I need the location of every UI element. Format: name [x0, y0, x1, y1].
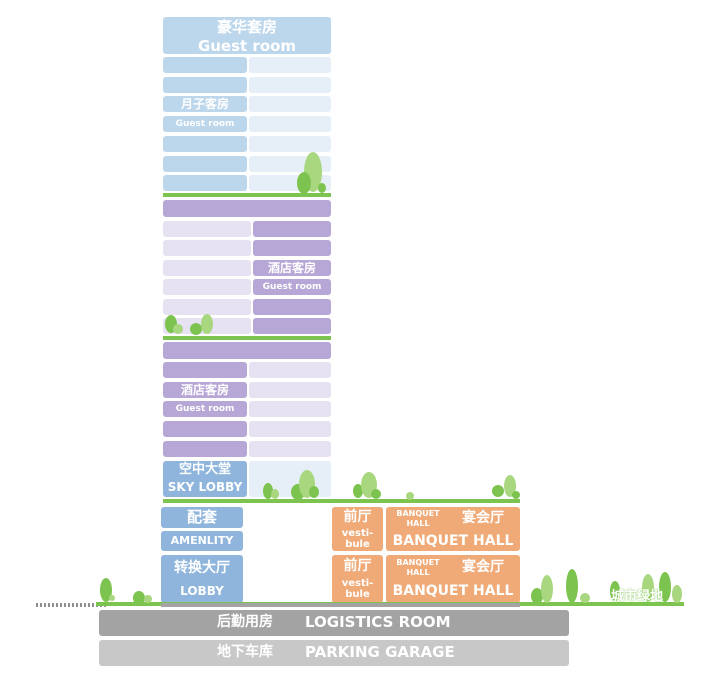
banquet-small-2-upper: HALL — [406, 519, 430, 528]
floor-slab — [249, 77, 331, 93]
floor-slab — [249, 136, 331, 152]
banquet-cn-upper: 宴会厅 — [462, 510, 504, 526]
middle-hotel-room-en: Guest room — [262, 282, 322, 292]
banquet-en-lower: BANQUET HALL — [392, 583, 514, 599]
floor-slab — [253, 318, 331, 334]
city-green-label: 城市绿地 — [610, 589, 663, 604]
floor-slab — [249, 441, 331, 457]
banquet-cn-lower: 宴会厅 — [462, 559, 504, 575]
amenity-en: AMENLITY — [170, 534, 234, 547]
middle-hotel-room-cn: 酒店客房 — [267, 261, 316, 275]
sky-lobby-en: SKY LOBBY — [167, 480, 243, 494]
parking-cn: 地下车库 — [217, 644, 273, 660]
lower-hotel-room-cn: 酒店客房 — [180, 383, 229, 397]
confinement-room-en: Guest room — [175, 119, 235, 129]
banquet-block-upper — [386, 507, 520, 551]
logistics-block — [99, 610, 569, 636]
podium — [161, 507, 520, 603]
middle-section — [163, 200, 331, 334]
floor-slab — [163, 156, 247, 172]
floor-slab — [163, 279, 251, 295]
top-title-block — [163, 17, 331, 54]
vestibule-block-lower — [332, 555, 383, 603]
confinement-room-cn: 月子客房 — [180, 97, 229, 111]
lobby-en: LOBBY — [180, 584, 224, 598]
floor-slab — [249, 401, 331, 417]
vestibule-cn-upper: 前厅 — [343, 509, 372, 525]
floor-slab — [163, 421, 247, 437]
banquet-small-1-lower: BANQUET — [396, 558, 440, 567]
floor-slab — [253, 299, 331, 315]
floor-slab — [163, 221, 251, 237]
amenity-cn-block — [161, 507, 243, 528]
logistics-en: LOGISTICS ROOM — [305, 613, 451, 631]
vestibule-en2-lower: bule — [345, 589, 370, 600]
floor-slab — [163, 299, 251, 315]
amenity-en-block — [161, 531, 243, 551]
floor-slab — [253, 260, 331, 276]
top-section — [163, 17, 331, 191]
floor-slab — [163, 77, 247, 93]
banquet-small-2-lower: HALL — [406, 568, 430, 577]
sky-garden-middle — [163, 314, 331, 340]
floor-slab — [163, 342, 331, 359]
vestibule-en1-upper: vesti- — [341, 528, 374, 539]
amenity-cn: 配套 — [186, 508, 217, 526]
vestibule-en1-lower: vesti- — [341, 578, 374, 589]
floor-slab — [163, 136, 247, 152]
floor-slab — [163, 362, 247, 378]
banquet-en-upper: BANQUET HALL — [392, 533, 514, 549]
sky-garden-top — [163, 152, 331, 197]
floor-slab — [163, 200, 331, 217]
banquet-block-lower — [386, 555, 520, 603]
floor-slab — [249, 96, 331, 112]
sky-lobby-cn: 空中大堂 — [178, 462, 231, 477]
lobby-cn: 转换大厅 — [174, 560, 230, 576]
floor-slab — [249, 421, 331, 437]
lower-hotel-room-en: Guest room — [175, 404, 235, 414]
sky-lobby-block — [163, 461, 247, 497]
parking-block — [99, 640, 569, 666]
top-title-cn: 豪华套房 — [216, 18, 277, 36]
floor-slab — [163, 441, 247, 457]
floor-slab — [249, 362, 331, 378]
floor-slab — [249, 116, 331, 132]
floor-slab — [163, 96, 247, 112]
floor-slab — [163, 116, 247, 132]
floor-slab — [163, 240, 251, 256]
banquet-small-1-upper: BANQUET — [396, 509, 440, 518]
floor-slab — [163, 57, 247, 73]
floor-slab — [253, 240, 331, 256]
floor-slab — [163, 175, 247, 191]
basement — [99, 610, 569, 666]
vestibule-block-upper — [332, 507, 383, 551]
top-title-en: Guest room — [197, 37, 297, 55]
floor-slab — [163, 260, 251, 276]
floor-slab — [163, 401, 247, 417]
lobby-block — [161, 555, 243, 603]
parking-en: PARKING GARAGE — [305, 643, 455, 661]
podium-roof-garden — [163, 470, 520, 503]
floor-slab — [249, 382, 331, 398]
floor-slab — [253, 221, 331, 237]
floor-slab — [249, 57, 331, 73]
floor-slab — [163, 382, 247, 398]
vestibule-cn-lower: 前厅 — [343, 558, 372, 574]
vestibule-en2-upper: bule — [345, 539, 370, 550]
logistics-cn: 后勤用房 — [217, 614, 273, 630]
floor-slab — [253, 279, 331, 295]
ground — [36, 569, 684, 607]
lower-section — [163, 342, 331, 457]
